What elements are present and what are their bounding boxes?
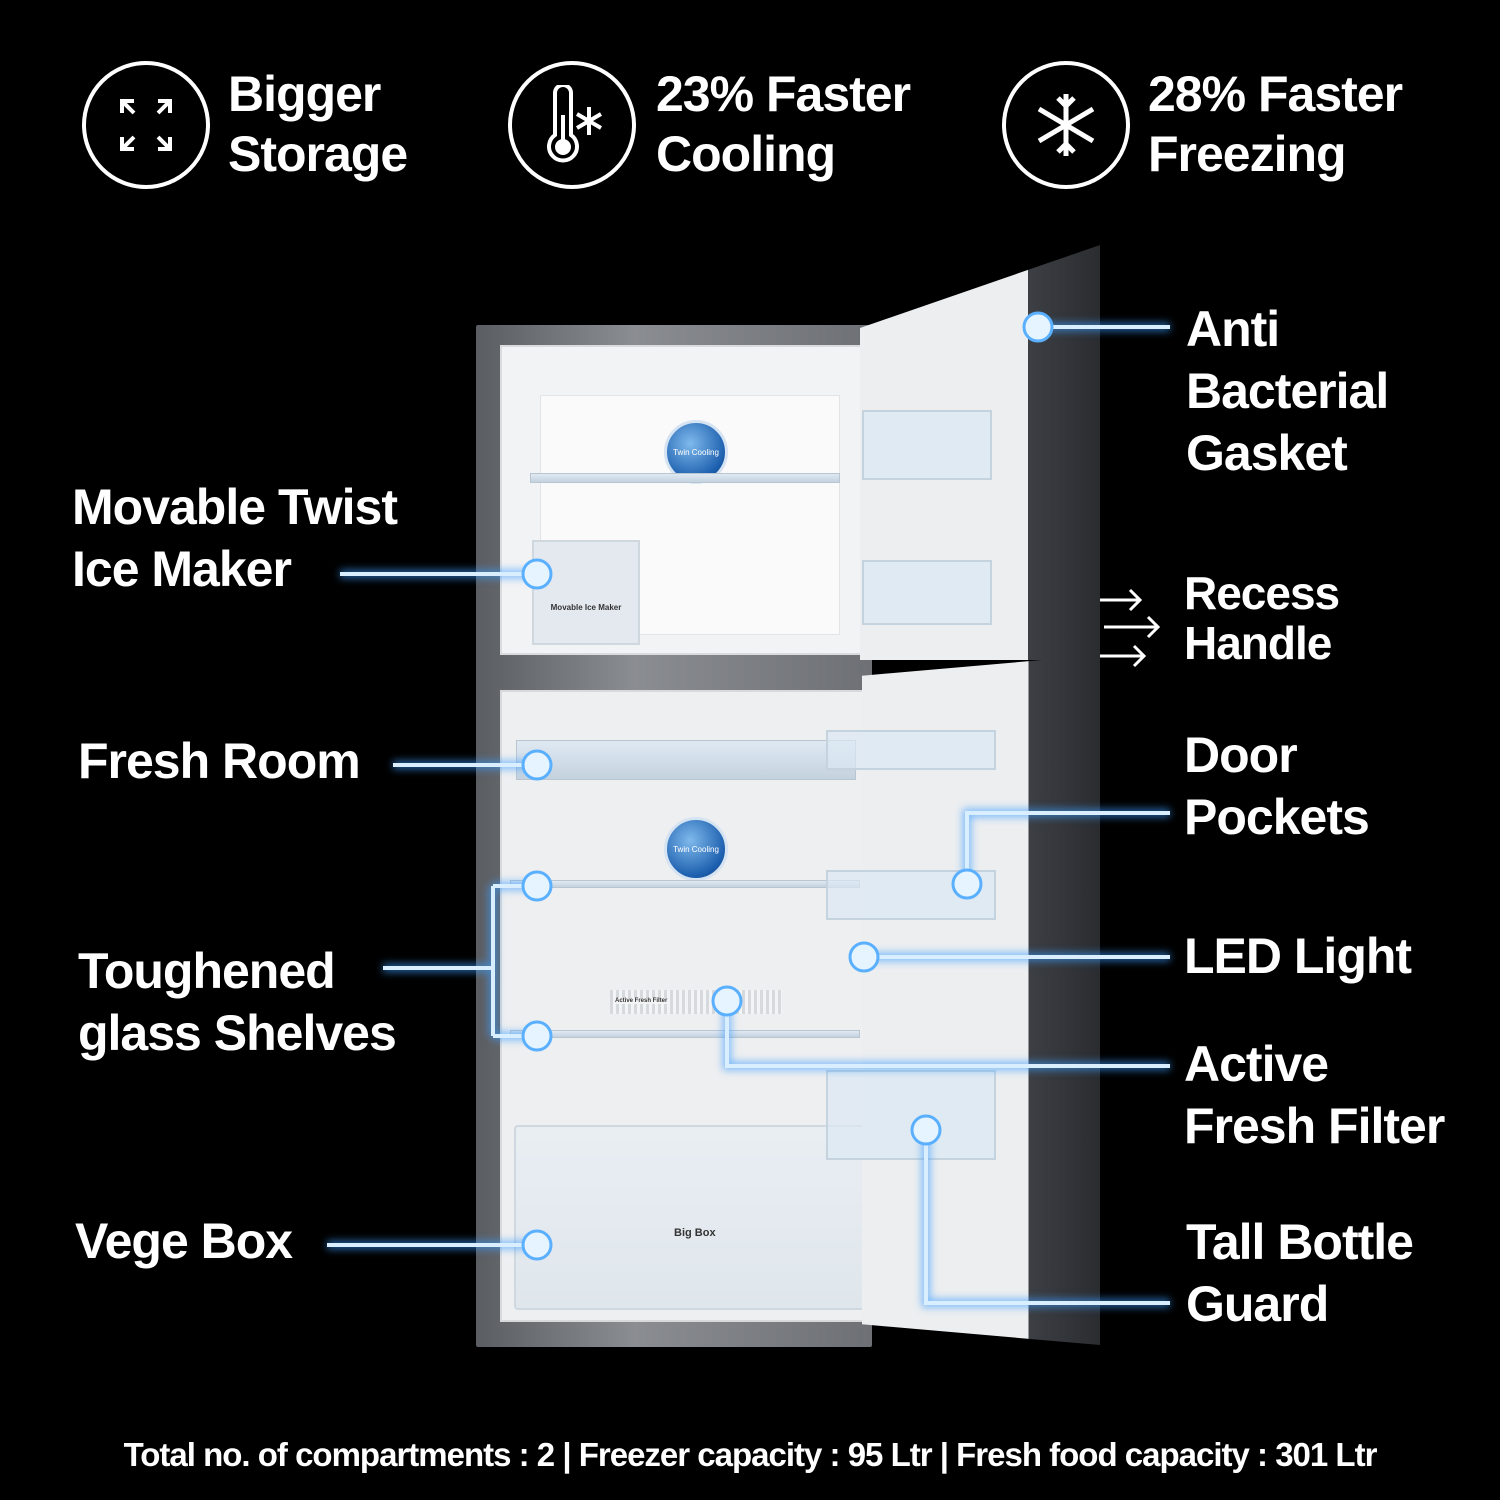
label-shelves: Toughened glass Shelves [78, 940, 397, 1064]
ice-maker-label: Movable Ice Maker [550, 603, 622, 612]
dot-ice-maker [521, 558, 553, 590]
label-gasket-line2: Bacterial [1186, 363, 1389, 419]
dot-vege [521, 1229, 553, 1261]
line-pockets [965, 811, 1170, 884]
label-handle-line1: Recess [1184, 567, 1340, 619]
capacity-footer: Total no. of compartments : 2 | Freezer … [123, 1436, 1378, 1473]
dot-filter [711, 985, 743, 1017]
dot-pockets [951, 868, 983, 900]
dot-shelf [521, 870, 553, 902]
line-bottle [924, 1130, 1170, 1305]
label-gasket-line1: Anti [1186, 301, 1280, 357]
label-pockets-line2: Pockets [1184, 789, 1370, 845]
big-box-label: Big Box [674, 1227, 716, 1239]
label-ice-maker-line1: Movable Twist [72, 479, 398, 535]
label-pockets-line1: Door [1184, 727, 1298, 783]
label-vege-box: Vege Box [75, 1213, 293, 1269]
label-bottle-line1: Tall Bottle [1186, 1214, 1414, 1270]
active-fresh-filter: Active Fresh Filter [614, 998, 669, 1004]
label-gasket-line3: Gasket [1186, 425, 1348, 481]
snowflake-icon [1037, 94, 1095, 156]
feature-freezing-line1: 28% Faster [1148, 66, 1403, 122]
dot-shelf [521, 1020, 553, 1052]
freezer-shelf [530, 473, 840, 483]
twin-cooling-badge: Twin Cooling [664, 817, 728, 881]
ice-maker: Movable Ice Maker [532, 540, 640, 645]
tall-bottle-guard [826, 1070, 996, 1160]
feature-icon-storage [82, 61, 210, 189]
fresh-room-drawer [516, 740, 856, 780]
fridge-door-pocket [826, 730, 996, 770]
active-fresh-filter-panel: Active Fresh Filter [610, 990, 782, 1014]
dot-gasket [1022, 311, 1054, 343]
feature-cooling-line2: Cooling [656, 126, 836, 182]
feature-storage-line2: Storage [228, 126, 408, 182]
feature-icon-cooling [508, 61, 636, 189]
label-bottle-line2: Guard [1186, 1276, 1329, 1332]
label-shelves-line2: glass Shelves [78, 1005, 397, 1061]
dot-led [848, 941, 880, 973]
feature-storage-line1: Bigger [228, 66, 381, 122]
label-shelves-line1: Toughened [78, 943, 336, 999]
fridge-door [862, 655, 1100, 1345]
feature-icon-freezing [1002, 61, 1130, 189]
label-filter-line1: Active [1184, 1036, 1329, 1092]
label-led: LED Light [1184, 928, 1412, 984]
freezer-door-pocket [862, 560, 992, 625]
line-filter [725, 1001, 1170, 1068]
vege-box: Big Box [514, 1125, 866, 1310]
feature-cooling-line1: 23% Faster [656, 66, 911, 122]
feature-freezing-line2: Freezing [1148, 126, 1347, 182]
line-shelves [383, 884, 537, 1038]
dot-fresh-room [521, 749, 553, 781]
label-handle-line2: Handle [1184, 617, 1332, 669]
freezer-door-pocket [862, 410, 992, 480]
label-fresh-room: Fresh Room [78, 733, 361, 789]
expand-arrows-icon [120, 99, 172, 151]
label-ice-maker-line2: Ice Maker [72, 541, 292, 597]
arrow-icon [1100, 588, 1161, 668]
thermometer-snowflake-icon [547, 85, 603, 163]
dot-bottle [910, 1114, 942, 1146]
label-filter-line2: Fresh Filter [1184, 1098, 1445, 1154]
